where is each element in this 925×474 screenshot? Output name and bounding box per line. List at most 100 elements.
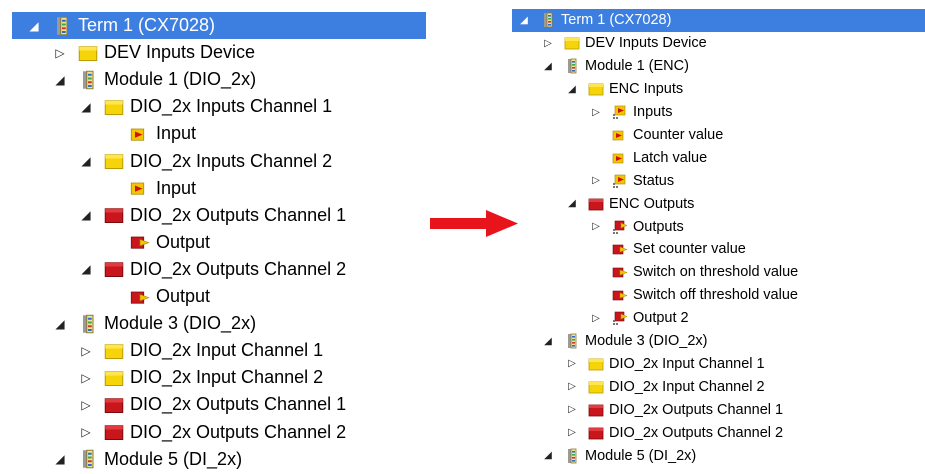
tree-row-label: Latch value xyxy=(633,149,708,166)
tree-row-label: DIO_2x Outputs Channel 2 xyxy=(130,258,347,279)
tree-row-label: DIO_2x Input Channel 1 xyxy=(130,340,324,361)
expand-triangle-icon[interactable]: ▷ xyxy=(592,221,600,233)
input-struct-icon xyxy=(612,104,628,120)
tree-row-input[interactable]: Input xyxy=(0,120,196,147)
tree-row-dio-2x-outputs-channel-2[interactable]: ▷DIO_2x Outputs Channel 2 xyxy=(0,419,346,446)
tree-row-module-3-dio-2x[interactable]: ◢Module 3 (DIO_2x) xyxy=(512,330,707,353)
tree-row-label: DIO_2x Outputs Channel 2 xyxy=(609,424,784,441)
tree-row-dio-2x-inputs-channel-1[interactable]: ◢DIO_2x Inputs Channel 1 xyxy=(0,93,332,120)
tree-row-dio-2x-outputs-channel-1[interactable]: ◢ DIO_2x Outputs Channel 1 xyxy=(0,202,346,229)
tree-row-label: Module 1 (DIO_2x) xyxy=(104,69,257,90)
collapse-triangle-icon[interactable]: ◢ xyxy=(29,18,39,33)
tree-row-module-3-dio-2x[interactable]: ◢Module 3 (DIO_2x) xyxy=(0,310,256,337)
folder-red-icon xyxy=(588,402,604,418)
tree-row-enc-outputs[interactable]: ◢ ENC Outputs xyxy=(512,192,694,215)
folder-red-icon xyxy=(588,425,604,441)
tree-row-output[interactable]: Output xyxy=(0,283,210,310)
tree-row-module-1-dio-2x[interactable]: ◢ Module 1 (DIO_2x) xyxy=(0,66,256,93)
input-variable-icon xyxy=(612,150,628,166)
folder-yellow-icon xyxy=(104,151,124,171)
tree-row-label: Output xyxy=(156,286,211,307)
collapse-triangle-icon[interactable]: ◢ xyxy=(568,83,576,95)
input-struct-icon xyxy=(612,173,628,189)
collapse-triangle-icon[interactable]: ◢ xyxy=(544,450,552,462)
expand-triangle-icon[interactable]: ▷ xyxy=(568,358,576,370)
tree-row-dio-2x-input-channel-2[interactable]: ▷DIO_2x Input Channel 2 xyxy=(0,364,323,391)
tree-row-label: ENC Outputs xyxy=(609,195,695,212)
tree-row-dio-2x-outputs-channel-2[interactable]: ◢ DIO_2x Outputs Channel 2 xyxy=(0,256,346,283)
expand-triangle-icon[interactable]: ▷ xyxy=(568,427,576,439)
output-variable-icon xyxy=(130,232,150,252)
tree-row-inputs[interactable]: ▷ Inputs xyxy=(512,101,673,124)
folder-yellow-icon xyxy=(588,356,604,372)
expand-triangle-icon[interactable]: ▷ xyxy=(55,45,65,60)
tree-row-dev-inputs-device[interactable]: ▷DEV Inputs Device xyxy=(512,32,707,55)
collapse-triangle-icon[interactable]: ◢ xyxy=(544,60,552,72)
collapse-triangle-icon[interactable]: ◢ xyxy=(568,198,576,210)
tree-row-dio-2x-input-channel-2[interactable]: ▷ DIO_2x Input Channel 2 xyxy=(512,375,765,398)
expand-triangle-icon[interactable]: ▷ xyxy=(592,106,600,118)
tree-row-input[interactable]: Input xyxy=(0,175,196,202)
tree-row-label: Module 5 (DI_2x) xyxy=(585,447,697,464)
expand-triangle-icon[interactable]: ▷ xyxy=(81,397,91,412)
tree-row-dio-2x-outputs-channel-2[interactable]: ▷ DIO_2x Outputs Channel 2 xyxy=(512,421,783,444)
collapse-triangle-icon[interactable]: ◢ xyxy=(55,452,65,467)
tree-row-label: DIO_2x Input Channel 2 xyxy=(609,378,765,395)
expand-triangle-icon[interactable]: ▷ xyxy=(568,381,576,393)
tree-row-counter-value[interactable]: Counter value xyxy=(512,124,723,147)
tree-row-latch-value[interactable]: Latch value xyxy=(512,146,707,169)
collapse-triangle-icon[interactable]: ◢ xyxy=(81,208,91,223)
collapse-triangle-icon[interactable]: ◢ xyxy=(55,316,65,331)
tree-row-label: Output xyxy=(156,231,211,252)
collapse-triangle-icon[interactable]: ◢ xyxy=(55,72,65,87)
tree-row-label: Term 1 (CX7028) xyxy=(78,15,216,36)
folder-yellow-icon xyxy=(104,97,124,117)
tree-row-switch-off-threshold-value[interactable]: Switch off threshold value xyxy=(512,284,798,307)
tree-row-module-5-di-2x[interactable]: ◢ Module 5 (DI_2x) xyxy=(512,444,696,467)
collapse-triangle-icon[interactable]: ◢ xyxy=(81,99,91,114)
tree-row-term-1-cx7028[interactable]: ◢ Term 1 (CX7028) xyxy=(12,12,426,40)
tree-row-output[interactable]: Output xyxy=(0,229,210,256)
tree-row-dio-2x-input-channel-1[interactable]: ▷ DIO_2x Input Channel 1 xyxy=(0,337,323,364)
folder-yellow-icon xyxy=(588,81,604,97)
tree-row-outputs[interactable]: ▷ Outputs xyxy=(512,215,684,238)
folder-red-icon xyxy=(104,259,124,279)
tree-row-module-1-enc[interactable]: ◢Module 1 (ENC) xyxy=(512,55,689,78)
tree-row-enc-inputs[interactable]: ◢ ENC Inputs xyxy=(512,78,683,101)
folder-red-icon xyxy=(104,205,124,225)
tree-row-switch-on-threshold-value[interactable]: Switch on threshold value xyxy=(512,261,798,284)
folder-red-icon xyxy=(588,196,604,212)
terminal-icon xyxy=(78,449,98,469)
expand-triangle-icon[interactable]: ▷ xyxy=(592,175,600,187)
collapse-triangle-icon[interactable]: ◢ xyxy=(81,154,91,169)
expand-triangle-icon[interactable]: ▷ xyxy=(568,404,576,416)
folder-red-icon xyxy=(104,422,124,442)
tree-row-status[interactable]: ▷ Status xyxy=(512,169,674,192)
tree-row-dio-2x-outputs-channel-1[interactable]: ▷DIO_2x Outputs Channel 1 xyxy=(512,398,783,421)
tree-row-label: Switch on threshold value xyxy=(633,264,799,281)
tree-row-term-1-cx7028[interactable]: ◢Term 1 (CX7028) xyxy=(512,9,925,32)
folder-yellow-icon xyxy=(588,379,604,395)
tree-row-label: Output 2 xyxy=(633,310,689,327)
collapse-triangle-icon[interactable]: ◢ xyxy=(81,262,91,277)
expand-triangle-icon[interactable]: ▷ xyxy=(544,37,552,49)
tree-row-module-5-di-2x[interactable]: ◢Module 5 (DI_2x) xyxy=(0,446,242,473)
expand-triangle-icon[interactable]: ▷ xyxy=(81,425,91,440)
tree-row-set-counter-value[interactable]: Set counter value xyxy=(512,238,746,261)
expand-triangle-icon[interactable]: ▷ xyxy=(81,370,91,385)
tree-row-label: DEV Inputs Device xyxy=(104,42,256,63)
tree-row-output-2[interactable]: ▷ Output 2 xyxy=(512,307,689,330)
collapse-triangle-icon[interactable]: ◢ xyxy=(520,14,528,26)
expand-triangle-icon[interactable]: ▷ xyxy=(592,312,600,324)
tree-row-label: Status xyxy=(633,172,675,189)
tree-row-label: ENC Inputs xyxy=(609,81,684,98)
tree-row-dio-2x-inputs-channel-2[interactable]: ◢DIO_2x Inputs Channel 2 xyxy=(0,148,332,175)
tree-row-label: Inputs xyxy=(633,104,673,121)
tree-row-label: Outputs xyxy=(633,218,684,235)
tree-row-label: DIO_2x Outputs Channel 1 xyxy=(130,204,347,225)
collapse-triangle-icon[interactable]: ◢ xyxy=(544,335,552,347)
tree-row-dio-2x-outputs-channel-1[interactable]: ▷DIO_2x Outputs Channel 1 xyxy=(0,391,346,418)
expand-triangle-icon[interactable]: ▷ xyxy=(81,343,91,358)
tree-row-dev-inputs-device[interactable]: ▷ DEV Inputs Device xyxy=(0,39,255,66)
tree-row-dio-2x-input-channel-1[interactable]: ▷DIO_2x Input Channel 1 xyxy=(512,353,764,376)
